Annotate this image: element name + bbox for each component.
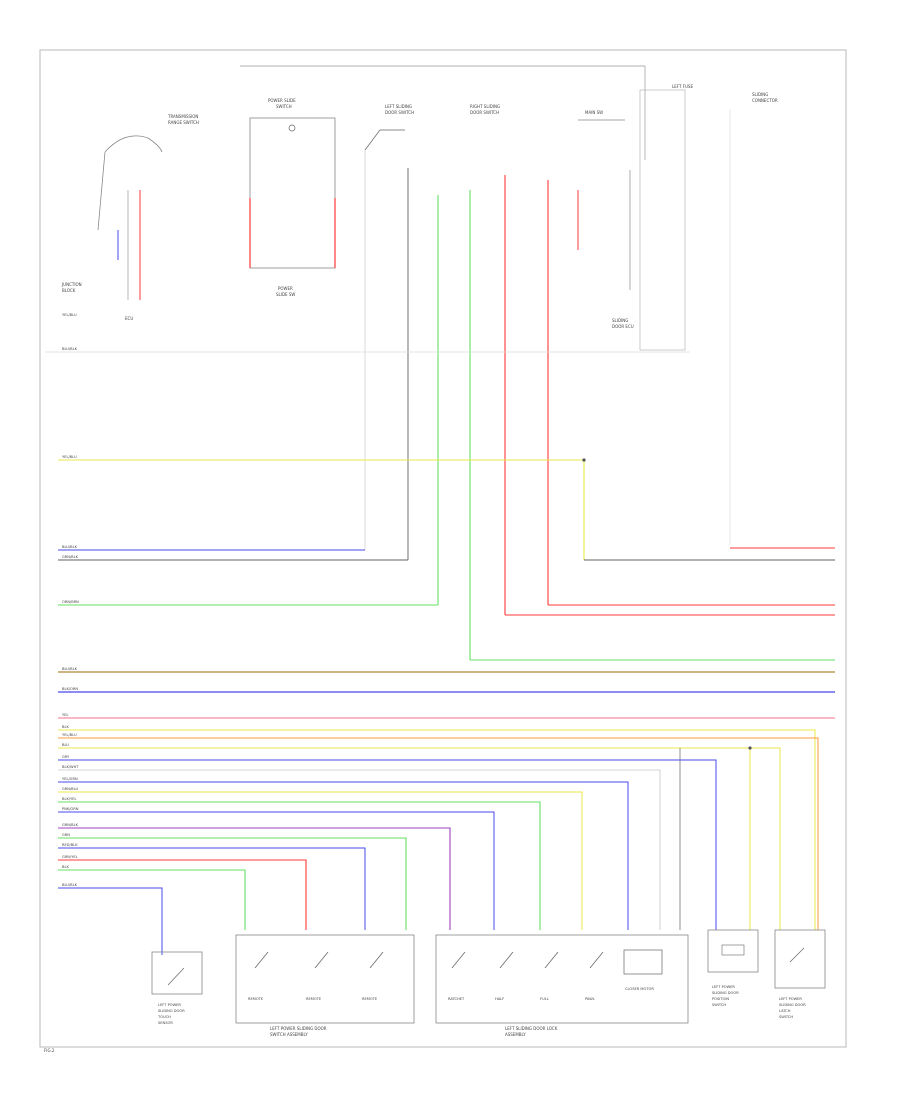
- left-power-sliding-door-switch-assembly: REMOTE REMOTE REMOTE LEFT POWER SLIDING …: [235, 934, 415, 1037]
- wire-yellow-3: [58, 747, 781, 930]
- wire-green-2: [58, 801, 541, 930]
- left-power-sliding-door-position-switch: LEFT POWER SLIDING DOOR POSITION SWITCH: [707, 929, 759, 1007]
- svg-text:POSITION: POSITION: [712, 997, 729, 1001]
- svg-text:RATCHET: RATCHET: [448, 997, 465, 1001]
- wire-blue-3: [58, 759, 717, 930]
- wire-label: BLU/BLK: [62, 667, 78, 671]
- transmission-range-switch: TRANSMISSION RANGE SWITCH ECU JUNCTION B…: [61, 114, 199, 321]
- right-sliding-door-switch: RIGHT SLIDING DOOR SWITCH: [469, 104, 549, 660]
- svg-text:TRANSMISSION: TRANSMISSION: [167, 114, 198, 119]
- svg-text:LEFT POWER SLIDING DOOR: LEFT POWER SLIDING DOOR: [270, 1026, 327, 1031]
- svg-text:ECU: ECU: [125, 316, 133, 321]
- wire-label: YEL/BLU: [62, 733, 77, 737]
- wire-label: BLU/BLK: [62, 545, 78, 549]
- svg-text:LEFT POWER: LEFT POWER: [712, 985, 735, 989]
- svg-text:LEFT POWER: LEFT POWER: [158, 1003, 181, 1007]
- svg-text:SWITCH ASSEMBLY: SWITCH ASSEMBLY: [270, 1032, 308, 1037]
- svg-text:DOOR SWITCH: DOOR SWITCH: [470, 110, 499, 115]
- sliding-door-connector: LEFT FUSE SLIDING CONNECTOR: [240, 65, 778, 545]
- svg-text:POWER: POWER: [278, 286, 293, 291]
- svg-text:PAWL: PAWL: [585, 997, 595, 1001]
- wire-label: YEL/BLU: [62, 455, 77, 459]
- svg-text:SLIDING: SLIDING: [752, 92, 768, 97]
- svg-text:LEFT FUSE: LEFT FUSE: [672, 84, 693, 89]
- svg-text:POWER SLIDE: POWER SLIDE: [268, 98, 296, 103]
- wire-gray-2: [58, 769, 661, 930]
- wire-red-bottom: [58, 859, 307, 930]
- svg-text:LATCH: LATCH: [779, 1009, 791, 1013]
- wire-label: GRN/YEL: [62, 855, 78, 859]
- svg-text:ASSEMBLY: ASSEMBLY: [505, 1032, 526, 1037]
- left-power-sliding-door-latch-switch: LEFT POWER SLIDING DOOR LATCH SWITCH: [774, 929, 826, 1019]
- wire-label: YEL/GRN: [62, 777, 78, 781]
- svg-text:SLIDING: SLIDING: [612, 318, 628, 323]
- wire-label: YEL: [62, 713, 68, 717]
- left-wire-labels: YEL/BLU BLU/BLK YEL/BLU BLU/BLK GRN/BLK ORN/B…: [62, 313, 79, 887]
- svg-text:DOOR ECU: DOOR ECU: [612, 324, 634, 329]
- svg-text:REMOTE: REMOTE: [248, 997, 264, 1001]
- diagram-frame: [39, 49, 847, 1048]
- wire-label: GRN: [62, 833, 70, 837]
- svg-text:SWITCH: SWITCH: [779, 1015, 793, 1019]
- svg-text:SLIDE SW: SLIDE SW: [276, 292, 295, 297]
- left-sliding-door-switch: LEFT SLIDING DOOR SWITCH: [364, 104, 439, 605]
- svg-text:SENSOR: SENSOR: [158, 1021, 173, 1025]
- svg-text:TOUCH: TOUCH: [157, 1015, 171, 1019]
- svg-text:BLOCK: BLOCK: [62, 288, 76, 293]
- svg-text:DOOR SWITCH: DOOR SWITCH: [385, 110, 414, 115]
- wire-purple: [58, 827, 451, 930]
- wire-yellow-4: [58, 791, 583, 930]
- svg-text:HALF: HALF: [495, 997, 504, 1001]
- svg-text:SLIDING DOOR: SLIDING DOOR: [158, 1009, 185, 1013]
- page-ref: FIG.2: [44, 1048, 55, 1053]
- svg-text:CLOSER MOTOR: CLOSER MOTOR: [625, 987, 654, 991]
- svg-text:RANGE SWITCH: RANGE SWITCH: [168, 120, 199, 125]
- wire-label: BLU: [62, 743, 69, 747]
- svg-text:SLIDING DOOR: SLIDING DOOR: [712, 991, 739, 995]
- wire-label: BLK: [62, 865, 69, 869]
- svg-text:SLIDING DOOR: SLIDING DOOR: [779, 1003, 806, 1007]
- power-slide-switch: POWER SLIDE SWITCH POWER SLIDE SW: [249, 98, 336, 297]
- left-power-sliding-door-touch-sensor: LEFT POWER SLIDING DOOR TOUCH SENSOR: [151, 951, 203, 1025]
- svg-text:RIGHT SLIDING: RIGHT SLIDING: [470, 104, 500, 109]
- svg-text:SWITCH: SWITCH: [276, 104, 292, 109]
- svg-text:REMOTE: REMOTE: [362, 997, 378, 1001]
- wire-label: ORN/BRN: [62, 600, 79, 604]
- wire-label: YEL/BLU: [62, 313, 77, 317]
- wire-orange: [58, 737, 819, 930]
- wire-label: GRN/BLU: [62, 787, 78, 791]
- wire-label: RED/BLK: [62, 843, 78, 847]
- svg-text:FULL: FULL: [540, 997, 549, 1001]
- wire-label: BLU/BLK: [62, 347, 78, 351]
- main-switch: MAIN SW SLIDING DOOR ECU: [577, 110, 634, 560]
- wire-label: BLK/ORN: [62, 687, 78, 691]
- svg-text:REMOTE: REMOTE: [306, 997, 322, 1001]
- svg-text:JUNCTION: JUNCTION: [61, 282, 82, 287]
- wire-label: GRY: [62, 755, 70, 759]
- svg-text:LEFT SLIDING DOOR LOCK: LEFT SLIDING DOOR LOCK: [505, 1026, 558, 1031]
- svg-text:SWITCH: SWITCH: [712, 1003, 726, 1007]
- svg-text:LEFT POWER: LEFT POWER: [779, 997, 802, 1001]
- wire-label: BLU/BLK: [62, 883, 78, 887]
- wire-label: GRN/BLK: [62, 555, 79, 559]
- wire-label: BLK/YEL: [62, 797, 77, 801]
- wire-label: GRN/BLK: [62, 823, 79, 827]
- wire-label: BLK: [62, 725, 69, 729]
- svg-text:CONNECTOR: CONNECTOR: [752, 98, 778, 103]
- wire-label: BLK/WHT: [62, 765, 79, 769]
- wire-yellow-2: [58, 729, 816, 930]
- left-sliding-door-lock-assembly: RATCHET HALF FULL PAWL CLOSER MOTOR LEFT…: [435, 934, 689, 1037]
- wire-label: PNK/GRN: [62, 807, 79, 811]
- svg-text:LEFT SLIDING: LEFT SLIDING: [385, 104, 412, 109]
- svg-text:MAIN SW: MAIN SW: [585, 110, 603, 115]
